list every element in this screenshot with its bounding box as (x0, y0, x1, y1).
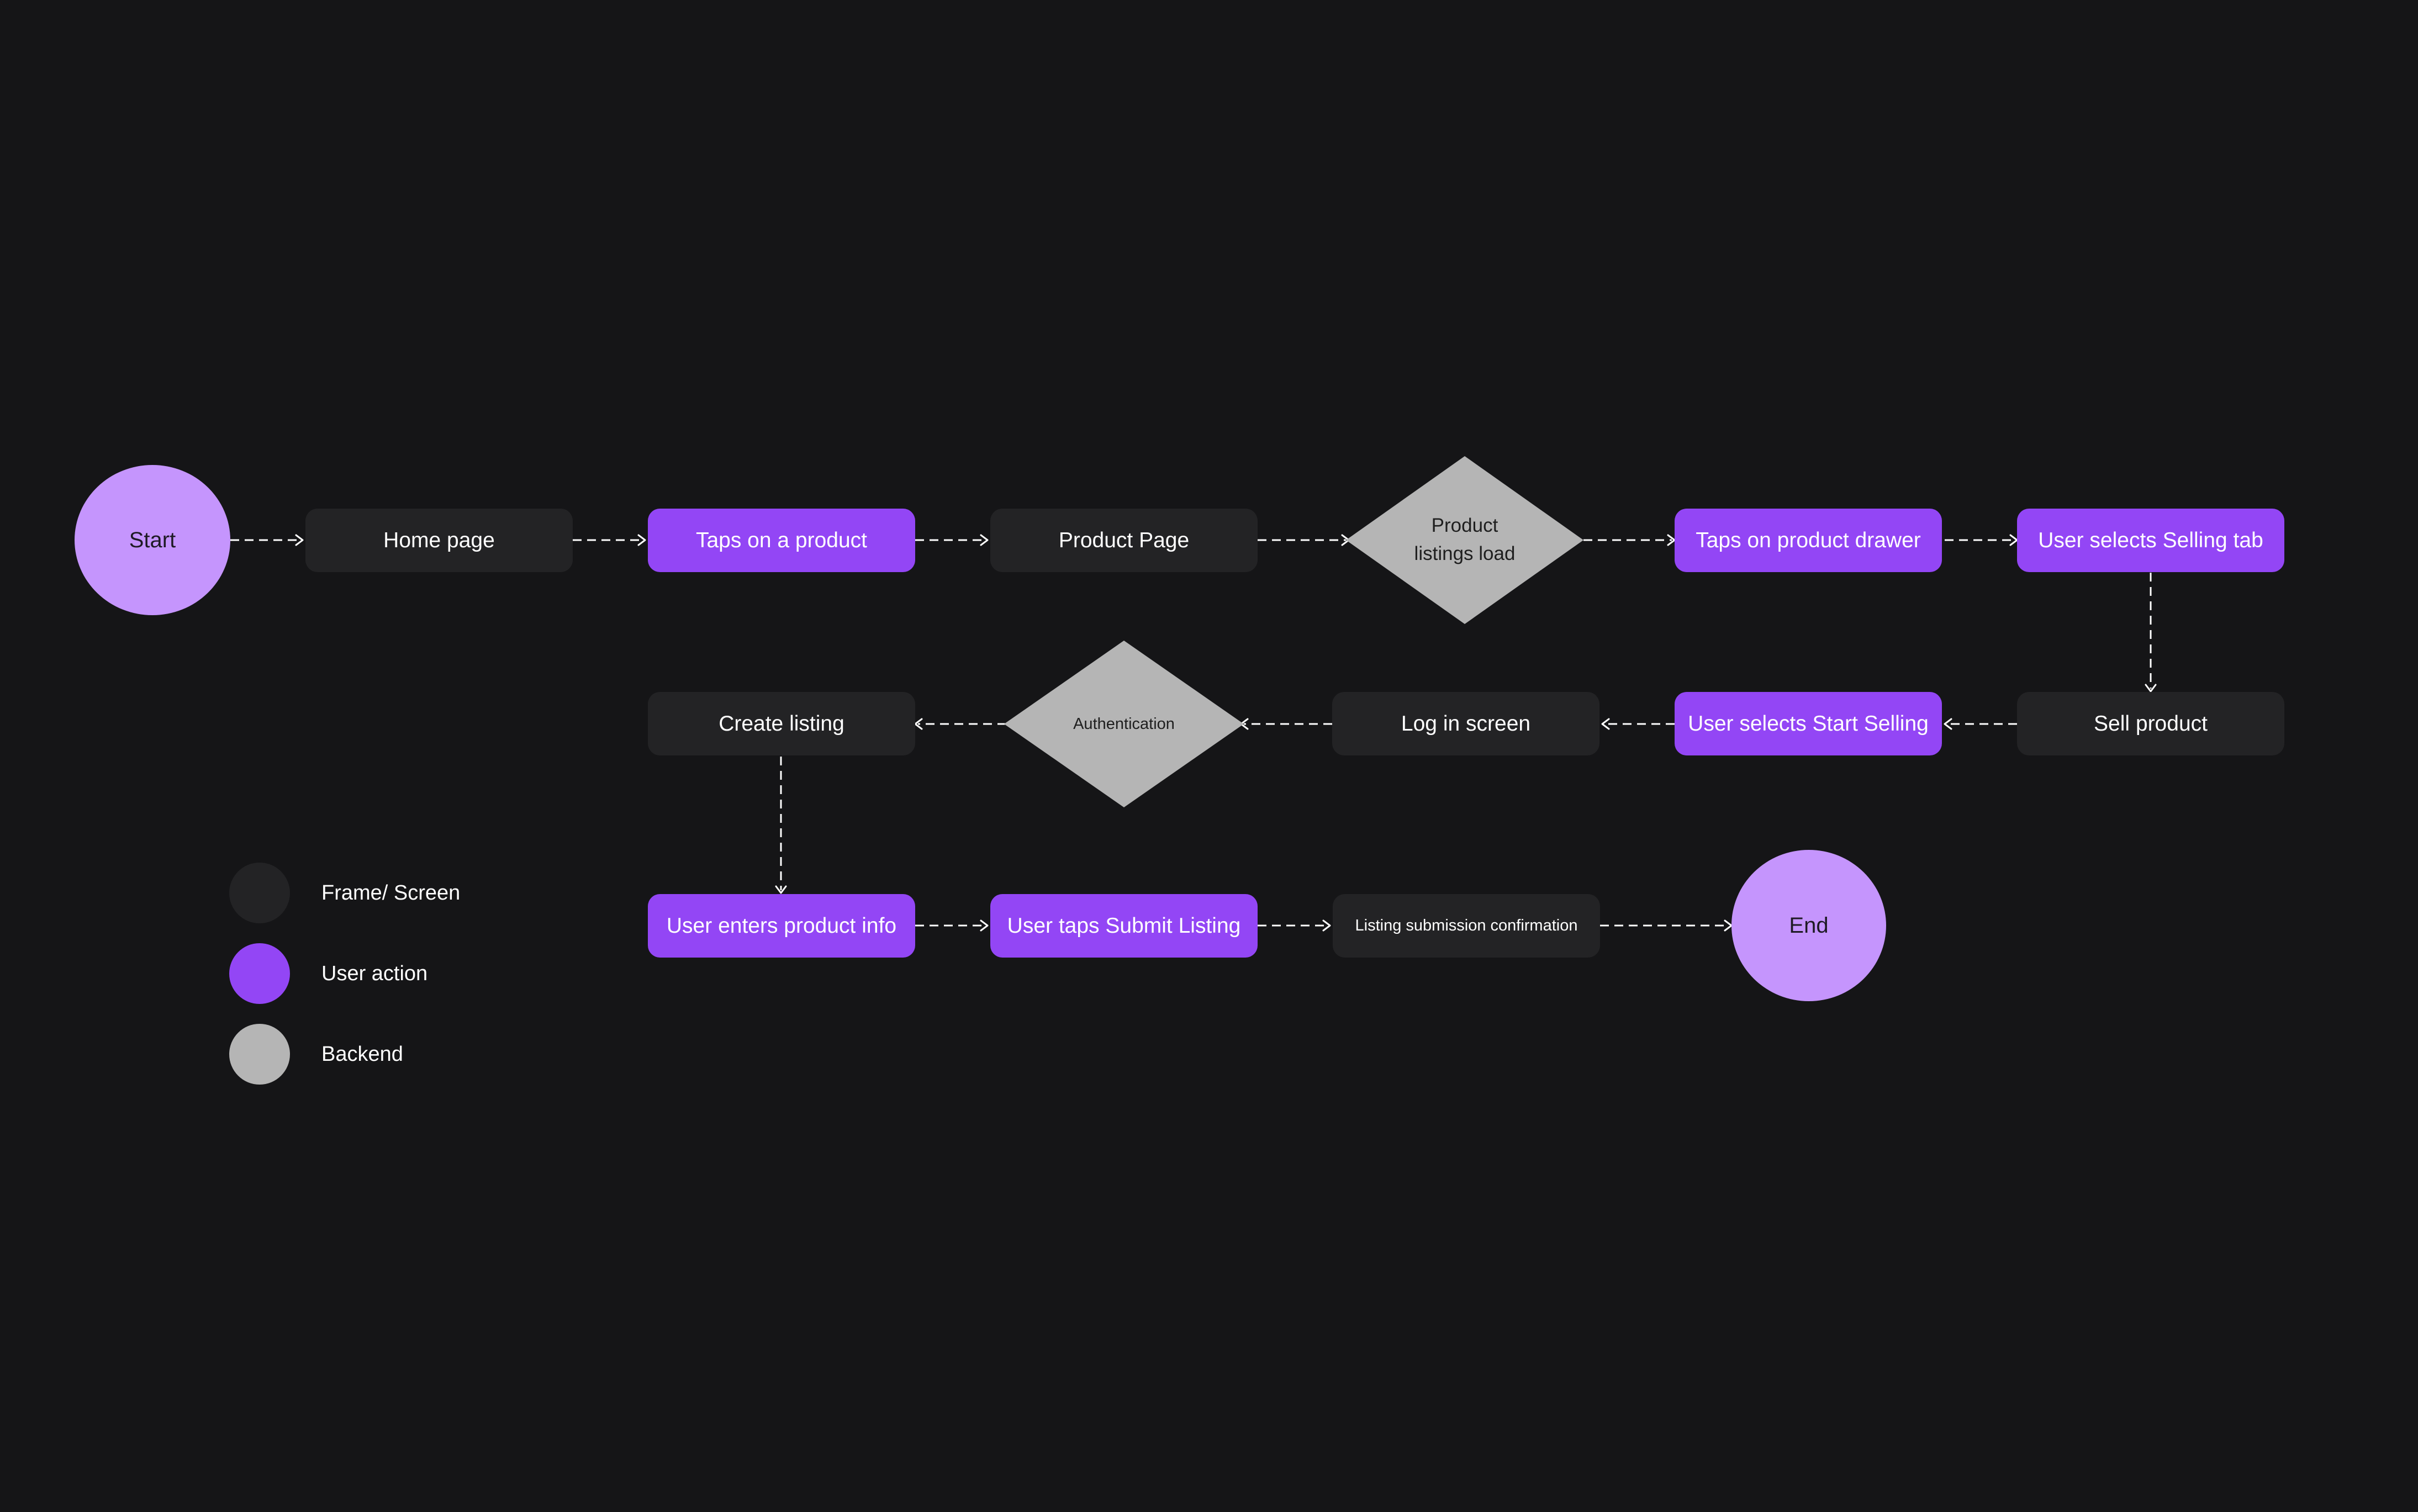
start-label: Start (129, 527, 176, 552)
listings-load-line2: listings load (1414, 543, 1516, 564)
arrowhead (637, 534, 646, 546)
submission-confirmation-label: Listing submission confirmation (1355, 917, 1578, 934)
arrowhead (295, 534, 304, 546)
end-node: End (1731, 850, 1886, 1001)
authentication-diamond (1004, 641, 1244, 807)
arrowhead (980, 919, 989, 932)
start-selling-label: User selects Start Selling (1688, 711, 1929, 736)
selling-tab-node: User selects Selling tab (2017, 509, 2284, 572)
legend-backend-swatch (229, 1024, 290, 1085)
legend-backend-label: Backend (321, 1043, 403, 1066)
selling-tab-label: User selects Selling tab (2038, 528, 2263, 552)
start-selling-node: User selects Start Selling (1675, 692, 1942, 755)
legend-action-swatch (229, 943, 290, 1004)
authentication-label: Authentication (1038, 707, 1210, 741)
arrowhead (980, 534, 989, 546)
taps-submit-node: User taps Submit Listing (990, 894, 1258, 958)
home-page-node: Home page (305, 509, 573, 572)
listings-load-label: Product listings load (1379, 507, 1550, 573)
sell-product-node: Sell product (2017, 692, 2284, 755)
start-node: Start (75, 465, 230, 615)
home-page-label: Home page (383, 528, 495, 552)
enters-product-info-node: User enters product info (648, 894, 915, 958)
arrowhead (1322, 919, 1331, 932)
arrowhead (775, 885, 787, 894)
authentication-text: Authentication (1073, 715, 1175, 733)
legend-action-label: User action (321, 962, 428, 985)
taps-drawer-node: Taps on product drawer (1675, 509, 1942, 572)
taps-submit-label: User taps Submit Listing (1007, 913, 1241, 938)
product-page-label: Product Page (1058, 528, 1190, 552)
arrowhead (1944, 718, 1952, 730)
log-in-screen-node: Log in screen (1332, 692, 1599, 755)
arrowhead (914, 718, 923, 730)
taps-drawer-label: Taps on product drawer (1696, 528, 1921, 552)
create-listing-label: Create listing (719, 711, 844, 736)
submission-confirmation-node: Listing submission confirmation (1333, 894, 1600, 958)
product-page-node: Product Page (990, 509, 1258, 572)
sell-product-label: Sell product (2094, 711, 2208, 736)
end-label: End (1789, 913, 1829, 938)
listings-load-diamond (1346, 456, 1583, 624)
legend-frame-label: Frame/ Screen (321, 881, 461, 905)
taps-product-label: Taps on a product (695, 528, 868, 552)
arrowhead (2009, 534, 2018, 546)
legend-frame-swatch (229, 863, 290, 923)
arrowhead (1724, 919, 1733, 932)
arrowhead (1601, 718, 1610, 730)
log-in-screen-label: Log in screen (1401, 711, 1531, 736)
arrowhead (2145, 684, 2157, 692)
taps-product-node: Taps on a product (648, 509, 915, 572)
enters-product-info-label: User enters product info (666, 913, 897, 938)
listings-load-line1: Product (1431, 515, 1498, 537)
create-listing-node: Create listing (648, 692, 915, 755)
